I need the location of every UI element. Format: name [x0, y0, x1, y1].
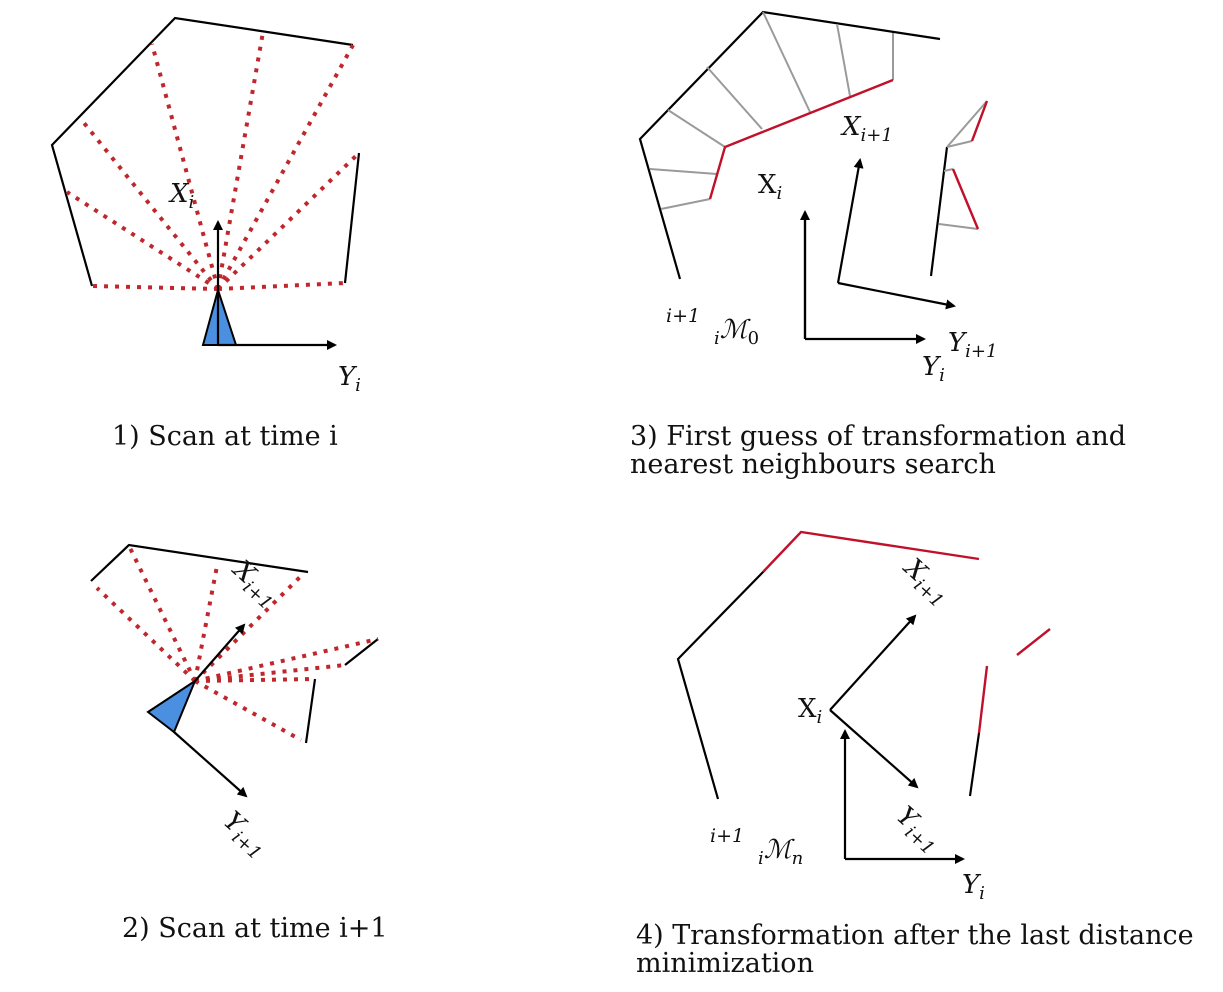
panel-4-caption-line-2: minimization: [636, 948, 814, 979]
panel-3-xi1-label: Xi+1: [840, 112, 893, 146]
panel-4-caption: 4) Transformation after the last distanc…: [636, 922, 1194, 978]
panel-4-transform-sup: i+1: [710, 825, 744, 847]
panel-3-caption-line-2: nearest neighbours search: [630, 449, 996, 480]
panel-1-x-label: Xi: [168, 179, 194, 213]
panel-1-y-label: Yi: [338, 362, 361, 396]
panel-1-caption: 1) Scan at time i: [112, 421, 338, 452]
panel-2-y-label: Yi+1: [215, 806, 275, 864]
panel-4-frame-i1-y-arrow: [829, 709, 919, 789]
panel-2-wall-top: [90, 543, 309, 582]
panel-2-caption: 2) Scan at time i+1: [122, 913, 388, 944]
panel-3-first-guess: Xi Xi+1 Yi Yi+1 i+1 iℳ0: [638, 10, 997, 386]
panel-1-wall-left: [50, 16, 354, 287]
panel-4-caption-line-1: 4) Transformation after the last distanc…: [636, 920, 1194, 951]
panel-3-xi-label: Xi: [758, 170, 782, 204]
panel-4-transform-label: iℳn: [758, 835, 803, 869]
panel-2-x-axis: [194, 623, 246, 682]
panel-4-reference-wall-right: [968, 732, 981, 797]
panel-1-wall-right: [343, 152, 361, 284]
panel-2-scan-rays: [95, 547, 379, 742]
panel-2-wall-right-long: [304, 678, 317, 744]
panel-4-xi-label: Xi: [798, 694, 822, 728]
panel-2-wall-right-short: [344, 638, 379, 666]
panel-3-caption-line-1: 3) First guess of transformation and: [630, 421, 1127, 452]
panel-3-caption: 3) First guess of transformation and nea…: [630, 423, 1126, 479]
panel-1-sensor-icon: [201, 286, 238, 346]
panel-3-nearest-neighbour-links: [649, 11, 988, 230]
panel-4-xi1-label: Xi+1: [894, 552, 956, 613]
panel-4-aligned-wall-right: [977, 665, 989, 734]
panel-4-yi1-label: Yi+1: [888, 801, 948, 859]
panel-1-scan-at-time-i: Xi Yi: [50, 16, 361, 396]
panel-4-aligned-wall-top: [762, 530, 980, 573]
panel-3-reference-wall-right: [929, 146, 949, 277]
panel-4-yi-label: Yi: [962, 870, 985, 904]
panel-4-reference-wall-left: [676, 569, 766, 800]
panel-3-frame-i1-x-arrow: [836, 158, 864, 284]
panel-3-yi1-label: Yi+1: [948, 328, 997, 362]
panel-2-x-label: Xi+1: [223, 554, 285, 615]
panel-2-scan-at-time-i1: Xi+1 Yi+1: [90, 543, 379, 864]
panel-3-reference-wall-left: [638, 10, 941, 280]
panel-2-y-axis: [173, 731, 248, 798]
panel-3-yi-label: Yi: [922, 352, 945, 386]
panel-4-frame-i1-x-arrow: [829, 614, 917, 711]
panel-3-transform-label: iℳ0: [714, 315, 759, 349]
panel-3-transform-sup: i+1: [666, 305, 700, 327]
panel-3-frame-i1-y-arrow: [837, 281, 956, 310]
panel-4-aligned-segment-right: [1016, 628, 1051, 656]
panel-3-current-scan-segments: [708, 78, 989, 230]
panel-2-sensor-icon: [146, 678, 198, 734]
panel-1-scan-rays: [65, 31, 361, 291]
panel-4-final-transformation: Xi Xi+1 Yi Yi+1 i+1 iℳn: [676, 530, 1051, 904]
